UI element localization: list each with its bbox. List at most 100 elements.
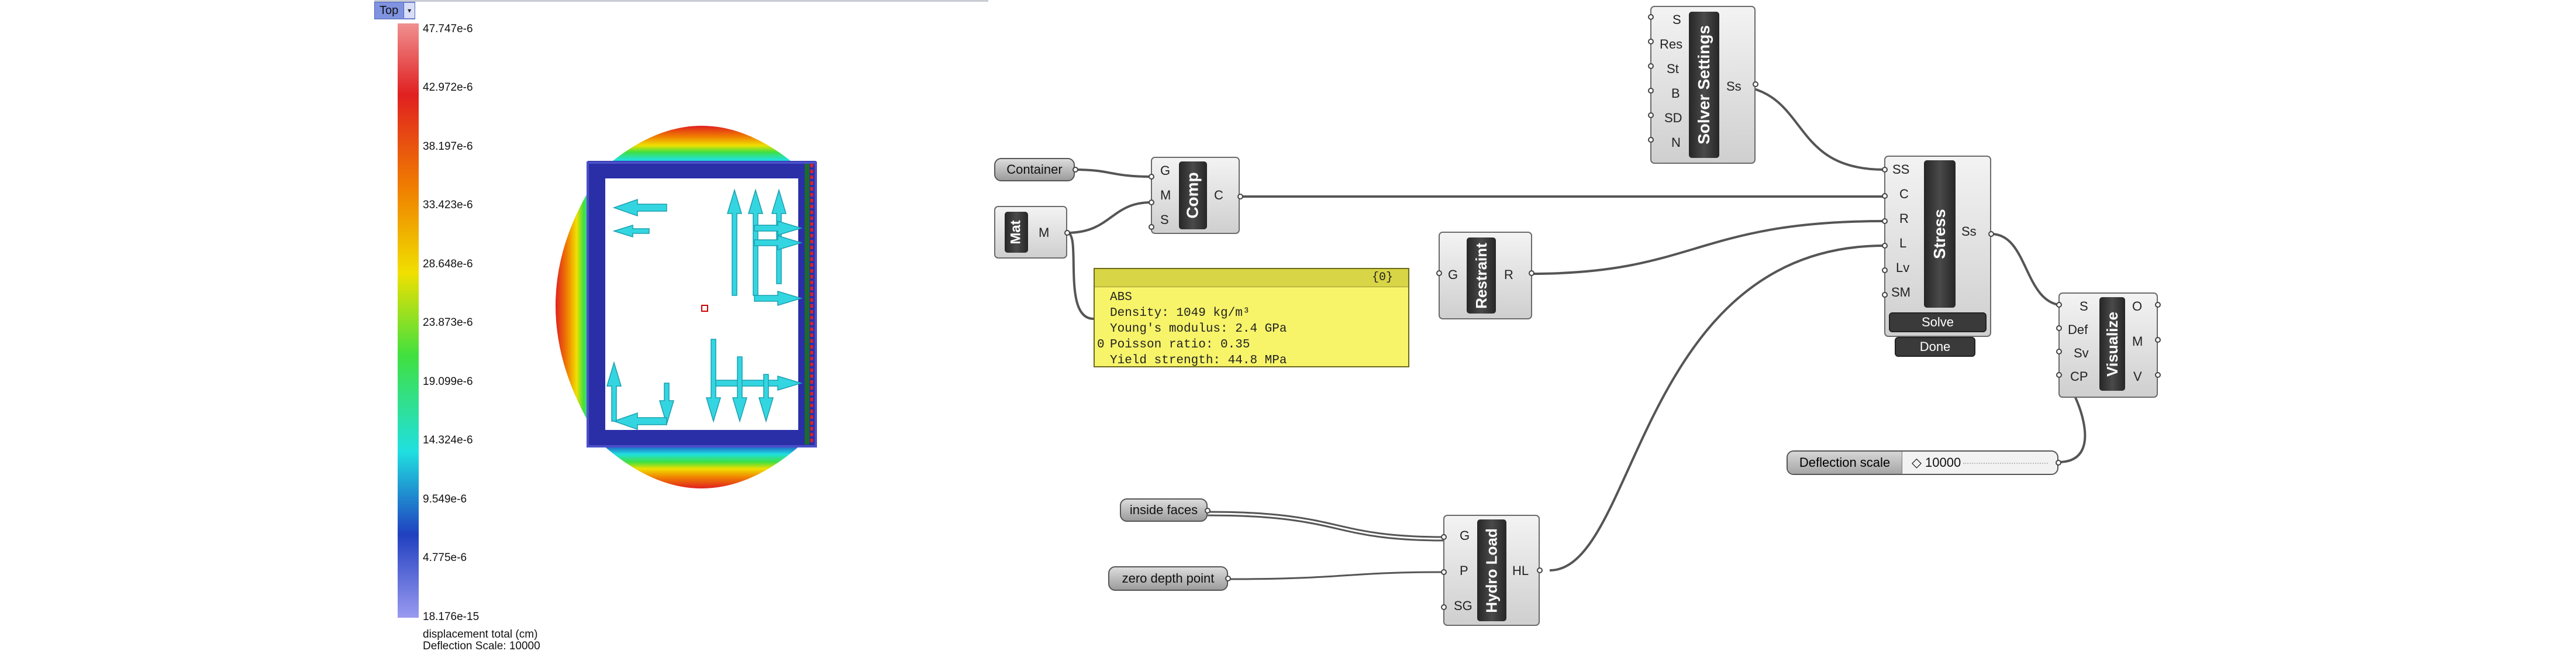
connector-dot[interactable] [1073,167,1078,173]
connector-dot[interactable] [1753,81,1758,87]
solver-input-st: St [1667,61,1679,76]
legend-tick: 38.197e-6 [423,140,473,153]
connector-dot[interactable] [1537,567,1543,573]
comp-input-m: M [1160,188,1171,202]
connector-dot[interactable] [1441,534,1447,540]
panel-line: Yield strength: 44.8 MPa [1110,354,1287,367]
viewport-top-border [374,0,988,2]
chevron-down-icon[interactable]: ▾ [404,3,415,18]
connector-dot[interactable] [2056,372,2062,378]
connector-dot[interactable] [2155,372,2161,378]
connector-dot[interactable] [1441,569,1447,575]
legend-tick: 18.176e-15 [423,611,480,623]
visualize-input-s: S [2080,299,2088,314]
panel-line-wrap: 0 Poisson ratio: 0.35 [1095,337,1408,353]
legend-tick: 23.873e-6 [423,316,473,329]
material-info-panel[interactable]: {0} ABS Density: 1049 kg/m³ Young's modu… [1094,268,1409,367]
connector-dot[interactable] [1205,508,1211,514]
connector-dot[interactable] [1882,292,1888,298]
connector-dot[interactable] [1988,231,1994,237]
connector-dot[interactable] [1441,604,1447,610]
view-selector[interactable]: Top ▾ [374,2,415,19]
connector-dot[interactable] [2056,460,2061,466]
container-param[interactable]: Container [994,158,1075,181]
panel-index: {0} [1095,269,1408,287]
done-status-label: Done [1919,339,1951,354]
solver-input-b: B [1671,86,1680,101]
stress-input-l: L [1899,236,1907,250]
connector-dot[interactable] [1237,194,1243,199]
slider-track[interactable] [1963,463,2048,464]
visualize-component[interactable]: S Def Sv CP Visualize O M V [2058,292,2158,398]
legend-quantity-label: displacement total (cm) [423,628,538,641]
stress-input-r: R [1899,211,1909,226]
connector-dot[interactable] [1648,63,1654,69]
hydro-load-component[interactable]: G P SG Hydro Load HL [1443,515,1540,626]
connector-dot[interactable] [1149,199,1154,205]
connector-dot[interactable] [1648,39,1654,44]
zero-depth-point-label: zero depth point [1122,571,1215,586]
panel-branch-index: 0 [1097,338,1105,352]
done-status: Done [1895,337,1975,357]
comp-component[interactable]: G M S Comp C [1151,157,1240,234]
connector-dot[interactable] [1648,88,1654,94]
hydro-output-hl: HL [1512,563,1529,578]
connector-dot[interactable] [2155,302,2161,308]
comp-input-g: G [1160,163,1171,178]
legend-color-bar [398,23,419,618]
container-param-label: Container [1006,162,1063,177]
deflection-scale-slider[interactable]: Deflection scale ◇ 10000 [1787,450,2058,475]
connector-dot[interactable] [1436,270,1442,276]
solver-settings-component[interactable]: S Res St B SD N Solver Settings Ss [1650,6,1756,164]
legend-tick: 33.423e-6 [423,199,473,211]
slider-value[interactable]: ◇ 10000 [1912,455,1961,470]
restraint-output-r: R [1504,267,1513,282]
connector-dot[interactable] [1149,224,1154,230]
rhino-viewport[interactable]: Top ▾ 47.747e-6 42.972e-6 38.197e-6 33.4… [0,0,988,661]
connector-dot[interactable] [2056,302,2062,308]
visualize-input-def: Def [2068,322,2088,337]
visualize-core: Visualize [2099,297,2125,391]
restraint-input-g: G [1448,267,1458,282]
connector-dot[interactable] [1529,270,1534,276]
hydro-load-arrows [606,188,803,431]
legend-tick: 19.099e-6 [423,376,473,388]
material-core: Mat [1005,212,1028,253]
connector-dot[interactable] [2155,337,2161,343]
material-component[interactable]: Mat M [994,206,1067,259]
stress-component[interactable]: SS C R L Lv SM Stress Ss Solve [1884,156,1991,337]
connector-dot[interactable] [1882,243,1888,249]
deformation-bulge-bottom [602,445,801,488]
connector-dot[interactable] [1064,230,1070,236]
connector-dot[interactable] [1882,218,1888,224]
connector-dot[interactable] [1149,174,1154,180]
panel-line: Young's modulus: 2.4 GPa [1110,322,1287,336]
connector-dot[interactable] [1882,267,1888,273]
hydro-input-sg: SG [1454,598,1473,613]
visualize-input-sv: Sv [2074,346,2089,360]
connector-dot[interactable] [1648,137,1654,143]
connector-dot[interactable] [1882,167,1888,173]
connector-dot[interactable] [1225,576,1231,581]
material-output-label: M [1039,225,1050,240]
connector-dot[interactable] [2056,325,2062,331]
zero-depth-marker [701,305,708,312]
connector-dot[interactable] [1882,193,1888,199]
inside-faces-param[interactable]: inside faces [1120,498,1208,522]
legend-tick: 28.648e-6 [423,258,473,270]
connector-dot[interactable] [2056,349,2062,354]
restraint-component[interactable]: G Restraint R [1439,232,1532,319]
connector-dot[interactable] [1648,112,1654,118]
stress-input-c: C [1899,187,1909,201]
solver-input-n: N [1671,135,1681,150]
zero-depth-point-param[interactable]: zero depth point [1108,566,1228,591]
solve-button[interactable]: Solve [1889,312,1987,332]
hydro-input-g: G [1460,528,1470,543]
visualize-output-v: V [2133,369,2142,384]
solver-input-res: Res [1660,37,1683,51]
solver-input-s: S [1672,12,1681,27]
stress-input-lv: Lv [1896,260,1910,275]
connector-dot[interactable] [1648,14,1654,20]
legend-tick: 14.324e-6 [423,434,473,446]
comp-core: Comp [1179,161,1207,229]
